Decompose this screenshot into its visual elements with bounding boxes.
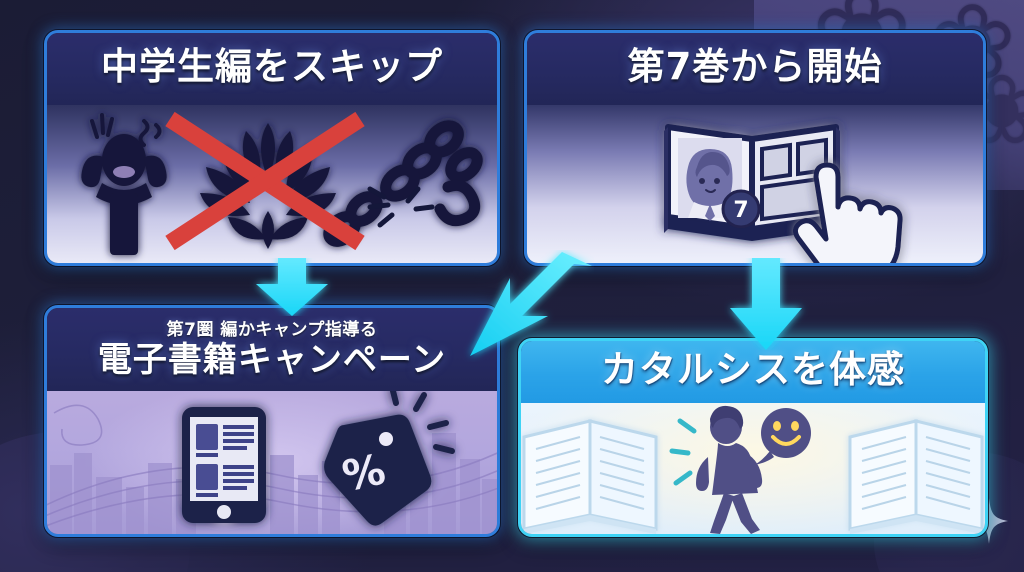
- stressed-person-icon: [81, 113, 167, 255]
- motion-lines: [669, 418, 697, 486]
- open-book-right-icon: [848, 419, 984, 534]
- swirl-decoration: [47, 404, 497, 527]
- volume-badge: 7: [721, 189, 761, 229]
- card-skip-middleschool-arc[interactable]: 中学生編をスキップ: [44, 30, 500, 266]
- walking-girl-icon: [696, 405, 763, 534]
- card-catharsis-header: カタルシスを体感: [521, 341, 985, 403]
- card-catharsis-title: カタルシスを体感: [601, 348, 905, 392]
- card-campaign-artwork: %: [47, 391, 497, 534]
- smiley-speech-bubble-icon: [754, 408, 811, 465]
- tablet-device-icon: [182, 407, 266, 523]
- card-start-artwork: 7: [527, 105, 983, 263]
- card-skip-title: 中学生編をスキップ: [101, 45, 443, 89]
- card-campaign-title: 電子書籍キャンペーン: [97, 340, 447, 381]
- card-catharsis-artwork: [521, 403, 985, 534]
- open-book-icon: 7: [664, 124, 840, 241]
- card-start-from-volume-7[interactable]: 第7巻から開始: [524, 30, 986, 266]
- pointing-hand-cursor-icon: [792, 162, 903, 263]
- card-skip-header: 中学生編をスキップ: [47, 33, 497, 105]
- card-experience-catharsis[interactable]: カタルシスを体感: [518, 338, 988, 537]
- card-start-title: 第7巻から開始: [627, 45, 883, 89]
- card-ebook-campaign[interactable]: 第7圏 編かキャンプ指導る 電子書籍キャンペーン: [44, 305, 500, 537]
- red-cross-icon: [165, 111, 365, 251]
- chain-break-sparks: [367, 186, 435, 228]
- card-campaign-subtitle: 第7圏 編かキャンプ指導る: [166, 320, 378, 341]
- discount-tag-icon: %: [324, 391, 455, 526]
- tag-sparkle-lines: [389, 391, 455, 454]
- volume-number: 7: [733, 198, 748, 223]
- arrow-start-to-catharsis: [714, 258, 818, 350]
- card-start-header: 第7巻から開始: [527, 33, 983, 105]
- card-skip-artwork: [47, 105, 497, 263]
- percent-symbol: %: [338, 444, 389, 501]
- open-book-left-icon: [522, 419, 658, 534]
- card-campaign-header: 第7圏 編かキャンプ指導る 電子書籍キャンペーン: [47, 308, 497, 391]
